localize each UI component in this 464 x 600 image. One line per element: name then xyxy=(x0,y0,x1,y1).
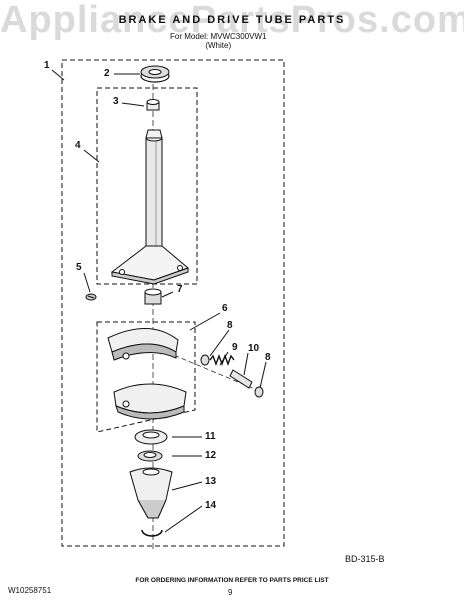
bushing-part xyxy=(144,288,162,305)
callout-9: 9 xyxy=(232,342,238,353)
spring-part xyxy=(209,354,235,366)
diagram-ref-code: BD-315-B xyxy=(345,554,385,564)
model-line: For Model: MVWC300VW1 xyxy=(170,32,267,41)
retaining-ring-part xyxy=(141,529,163,537)
page-number: 9 xyxy=(228,588,233,597)
callout-2: 2 xyxy=(104,68,110,79)
callout-7: 7 xyxy=(177,284,183,295)
page-title: BRAKE AND DRIVE TUBE PARTS xyxy=(118,14,346,26)
callout-11: 11 xyxy=(205,431,216,442)
brake-pad-lower xyxy=(113,383,187,420)
brake-frame xyxy=(96,321,196,433)
color-line: (White) xyxy=(205,41,232,50)
assembly-frame xyxy=(61,59,285,547)
callout-8b: 8 xyxy=(265,352,271,363)
watermark: AppliancePartsPros.com xyxy=(0,0,464,40)
model-info: For Model: MVWC300VW1 (White) xyxy=(170,32,266,50)
callout-4: 4 xyxy=(75,140,81,151)
seal-part xyxy=(146,99,160,111)
callout-6: 6 xyxy=(222,303,228,314)
drive-block-part xyxy=(129,467,173,519)
drive-tube-part xyxy=(110,129,189,285)
document-number: W10258751 xyxy=(8,586,52,595)
callout-5: 5 xyxy=(76,262,82,273)
callout-12: 12 xyxy=(205,450,217,461)
clip-part xyxy=(137,450,163,462)
drive-tube-frame xyxy=(96,87,198,285)
callout-10: 10 xyxy=(248,343,260,354)
callout-13: 13 xyxy=(205,476,217,487)
callout-8a: 8 xyxy=(227,320,233,331)
brake-pad-upper xyxy=(107,328,179,361)
callout-3: 3 xyxy=(113,96,119,107)
callout-1: 1 xyxy=(44,60,50,71)
pin-part xyxy=(229,369,253,389)
ordering-note: FOR ORDERING INFORMATION REFER TO PARTS … xyxy=(135,577,329,584)
bearing-part xyxy=(140,65,170,83)
callout-14: 14 xyxy=(205,500,217,511)
washer-part xyxy=(200,354,264,398)
cam-part xyxy=(134,429,168,445)
screw-part xyxy=(85,293,97,301)
